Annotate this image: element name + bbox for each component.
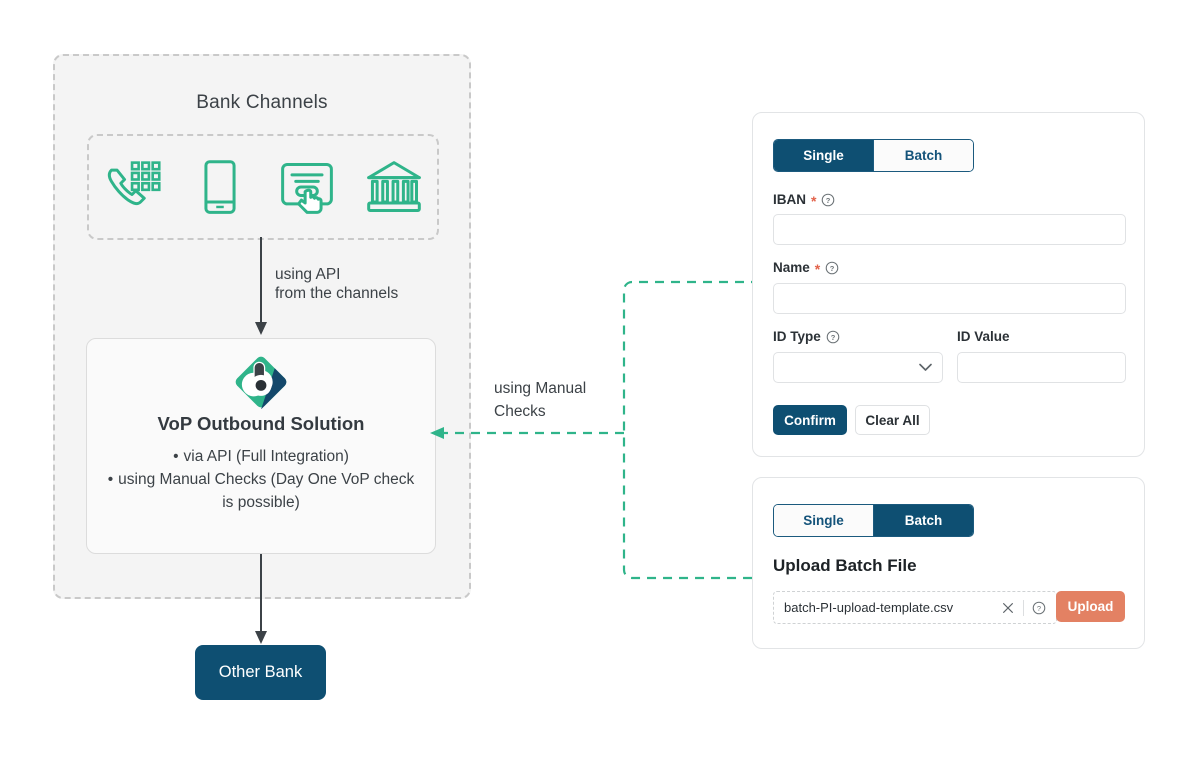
api-flow-label: using API from the channels	[275, 266, 399, 302]
vop-bullet-list: •via API (Full Integration) •using Manua…	[105, 445, 417, 514]
svg-text:?: ?	[830, 263, 835, 272]
upload-button[interactable]: Upload	[1056, 591, 1125, 622]
vop-bullet-2: using Manual Checks (Day One VoP check i…	[118, 471, 415, 511]
id-value-label-text: ID Value	[957, 329, 1010, 344]
other-bank-node: Other Bank	[195, 645, 326, 700]
other-bank-label: Other Bank	[218, 663, 303, 681]
single-check-card: Single Batch IBAN * ? Name * ? ID Typ	[752, 112, 1145, 457]
list-item: •via API (Full Integration)	[105, 445, 417, 468]
list-item: •using Manual Checks (Day One VoP check …	[105, 468, 417, 514]
tab-divider	[873, 140, 874, 171]
tab-batch[interactable]: Batch	[874, 140, 973, 171]
tab-batch[interactable]: Batch	[874, 505, 973, 536]
online-click-icon	[280, 163, 333, 214]
chevron-down-icon	[919, 363, 932, 371]
svg-text:?: ?	[826, 195, 831, 204]
required-asterisk: *	[814, 260, 821, 277]
file-actions-divider	[1023, 599, 1024, 616]
help-icon[interactable]: ?	[826, 330, 840, 344]
vop-logo	[235, 356, 287, 409]
single-card-tab-group[interactable]: Single Batch	[773, 139, 974, 172]
name-label-text: Name	[773, 260, 810, 275]
manual-checks-label: using Manual Checks	[494, 380, 587, 420]
iban-input[interactable]	[773, 214, 1126, 245]
batch-card-tab-group[interactable]: Single Batch	[773, 504, 974, 537]
bullet-marker: •	[173, 448, 179, 465]
iban-label: IBAN * ?	[773, 192, 835, 209]
id-value-input[interactable]	[957, 352, 1126, 383]
vop-title: VoP Outbound Solution	[157, 413, 365, 434]
batch-upload-card: Single Batch Upload Batch File batch-PI-…	[752, 477, 1145, 649]
name-input[interactable]	[773, 283, 1126, 314]
clear-all-button[interactable]: Clear All	[855, 405, 930, 435]
api-flow-arrow	[255, 237, 267, 335]
upload-batch-file-heading: Upload Batch File	[773, 556, 917, 575]
help-icon[interactable]: ?	[1032, 601, 1046, 615]
svg-text:?: ?	[830, 332, 835, 341]
channel-icon-box	[87, 134, 439, 240]
tab-divider	[873, 505, 874, 536]
name-label: Name * ?	[773, 260, 839, 277]
id-type-label-text: ID Type	[773, 329, 821, 344]
vop-outbound-card: VoP Outbound Solution •via API (Full Int…	[86, 338, 436, 554]
bank-building-icon	[366, 161, 421, 212]
required-asterisk: *	[811, 192, 817, 209]
uploaded-file-name: batch-PI-upload-template.csv	[784, 600, 954, 615]
group-title: Bank Channels	[196, 92, 328, 113]
help-icon[interactable]: ?	[825, 261, 839, 275]
mobile-phone-icon	[203, 160, 236, 214]
manual-checks-connector	[430, 280, 760, 580]
id-type-select[interactable]	[773, 352, 943, 383]
file-drop-zone[interactable]: batch-PI-upload-template.csv ?	[773, 591, 1057, 624]
help-icon[interactable]: ?	[821, 193, 835, 207]
vop-bullet-1: via API (Full Integration)	[183, 448, 349, 465]
bullet-marker: •	[107, 471, 114, 488]
tab-single[interactable]: Single	[774, 505, 873, 536]
id-value-label: ID Value	[957, 329, 1010, 344]
id-type-label: ID Type ?	[773, 329, 840, 344]
other-bank-flow-arrow	[255, 554, 267, 644]
iban-label-text: IBAN	[773, 192, 806, 207]
close-icon[interactable]	[1001, 601, 1015, 615]
svg-text:?: ?	[1037, 603, 1041, 612]
phone-keypad-icon	[107, 161, 161, 206]
confirm-button[interactable]: Confirm	[773, 405, 847, 435]
tab-single[interactable]: Single	[774, 140, 873, 171]
